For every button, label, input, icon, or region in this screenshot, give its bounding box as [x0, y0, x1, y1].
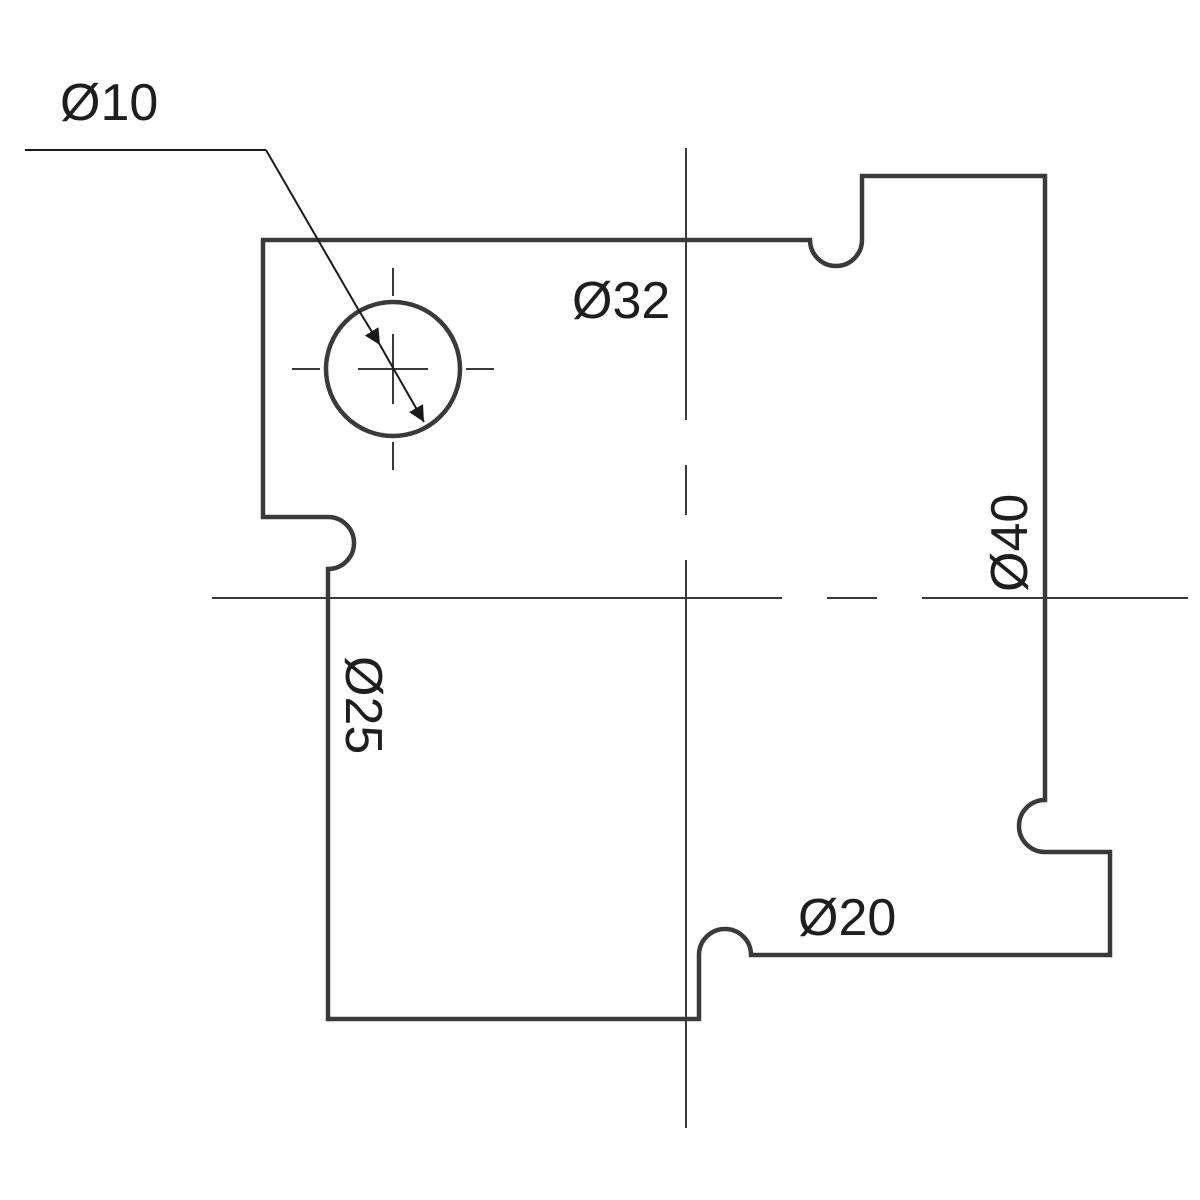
left-notch-label: Ø25 — [334, 656, 392, 754]
part-outline — [260, 173, 1113, 1022]
bottom-notch-label: Ø20 — [798, 889, 896, 947]
right-notch-label: Ø40 — [981, 494, 1039, 592]
hole-diameter-leader — [25, 149, 425, 423]
hole-diameter-label: Ø10 — [60, 74, 158, 132]
top-notch-label: Ø32 — [572, 272, 670, 330]
hole-circle — [323, 299, 463, 439]
